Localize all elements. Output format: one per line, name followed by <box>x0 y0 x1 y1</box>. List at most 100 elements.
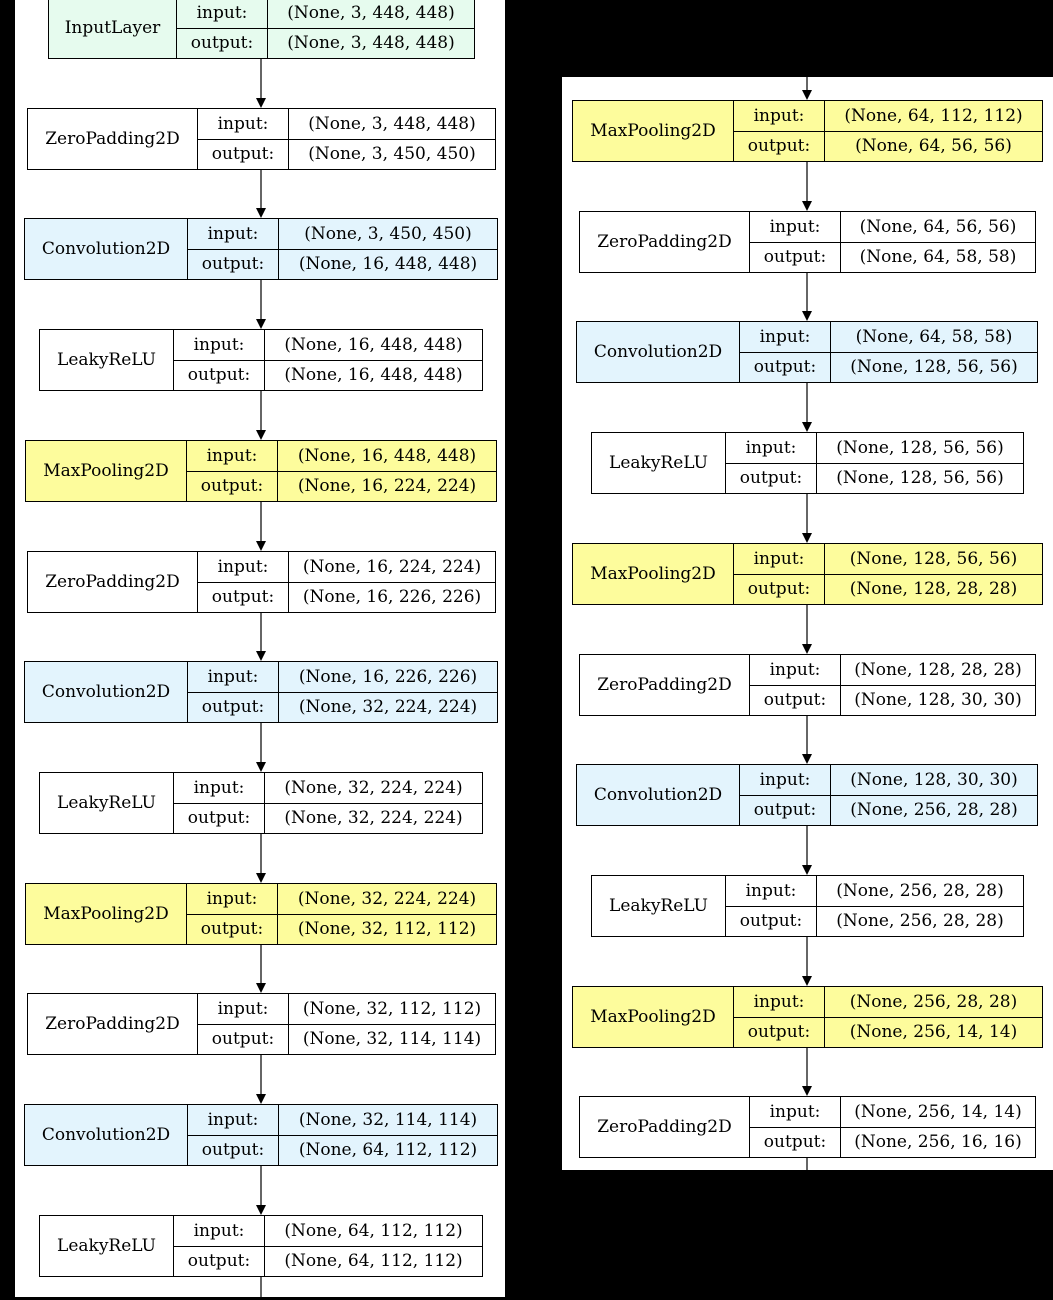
layer-type-label: ZeroPadding2D <box>580 655 750 715</box>
input-port-label: input: <box>734 101 824 132</box>
output-port-label: output: <box>201 697 265 718</box>
input-port-label: input: <box>198 109 288 140</box>
port-labels: input:output: <box>726 876 817 936</box>
output-shape: (None, 16, 224, 224) <box>297 476 477 497</box>
shape-values: (None, 3, 450, 450)(None, 16, 448, 448) <box>279 219 497 279</box>
input-shape: (None, 16, 224, 224) <box>289 552 495 583</box>
output-port-label: output: <box>763 690 827 711</box>
input-port-label: input: <box>188 219 278 250</box>
input-port-label: input: <box>188 1105 278 1136</box>
port-labels: input:output: <box>198 552 289 612</box>
shape-values: (None, 32, 114, 114)(None, 64, 112, 112) <box>279 1105 497 1165</box>
edge-arrow-arrowhead <box>802 201 812 211</box>
shape-values: (None, 16, 448, 448) (None, 16, 224, 224) <box>278 441 496 501</box>
layer-type-label: MaxPooling2D <box>573 544 734 604</box>
shape-values: (None, 128, 56, 56) (None, 128, 56, 56) <box>817 433 1023 493</box>
edge-arrow-arrowhead <box>802 754 812 764</box>
output-port-label: output: <box>190 33 254 54</box>
input-shape: (None, 128, 30, 30) <box>831 765 1037 796</box>
output-shape: (None, 64, 112, 112) <box>284 1251 463 1272</box>
input-port-label: input: <box>177 0 267 29</box>
edge-arrow-arrowhead <box>256 762 266 772</box>
shape-values: (None, 3, 448, 448)(None, 3, 450, 450) <box>289 109 495 169</box>
edge-arrow-arrowhead <box>256 98 266 108</box>
edge-arrow-arrowhead <box>256 1205 266 1215</box>
input-shape: (None, 32, 114, 114) <box>279 1105 497 1136</box>
shape-values: (None, 32, 224, 224) (None, 32, 112, 112) <box>278 884 496 944</box>
output-shape: (None, 64, 58, 58) <box>859 247 1017 268</box>
layer-type-label: MaxPooling2D <box>573 987 734 1047</box>
edge-arrow-arrowhead <box>802 422 812 432</box>
output-port-label: output: <box>187 1251 251 1272</box>
shape-values: (None, 64, 58, 58)(None, 128, 56, 56) <box>831 322 1037 382</box>
input-port-label: input: <box>188 662 278 693</box>
input-port-label: input: <box>174 1216 264 1247</box>
port-labels: input:output: <box>734 544 825 604</box>
output-port-label: output: <box>200 919 264 940</box>
output-shape: (None, 128, 56, 56) <box>836 468 1004 489</box>
layer-type-label: ZeroPadding2D <box>580 1097 750 1157</box>
output-port-label: output: <box>763 1132 827 1153</box>
input-shape: (None, 128, 28, 28) <box>841 655 1035 686</box>
edge-arrow-arrowhead <box>802 644 812 654</box>
output-shape: (None, 16, 448, 448) <box>298 254 478 275</box>
input-shape: (None, 16, 226, 226) <box>279 662 497 693</box>
output-shape: (None, 32, 112, 112) <box>297 919 477 940</box>
input-port-label: input: <box>750 212 840 243</box>
layer-type-label: LeakyReLU <box>40 773 174 833</box>
input-shape: (None, 128, 56, 56) <box>817 433 1023 464</box>
port-labels: input:output: <box>734 101 825 161</box>
layer-type-label: Convolution2D <box>25 662 188 722</box>
shape-values: (None, 16, 224, 224) (None, 16, 226, 226) <box>289 552 495 612</box>
layer-type-label: LeakyReLU <box>40 1216 174 1276</box>
output-port-label: output: <box>200 476 264 497</box>
shape-values: (None, 16, 226, 226)(None, 32, 224, 224) <box>279 662 497 722</box>
output-shape: (None, 256, 14, 14) <box>849 1022 1018 1043</box>
shape-values: (None, 32, 112, 112)(None, 32, 114, 114) <box>289 994 495 1054</box>
edge-arrow-arrowhead <box>256 651 266 661</box>
port-labels: input:output: <box>734 987 825 1047</box>
output-shape: (None, 16, 226, 226) <box>302 587 482 608</box>
input-shape: (None, 32, 224, 224) <box>278 884 496 915</box>
shape-values: (None, 64, 112, 112)(None, 64, 112, 112) <box>265 1216 482 1276</box>
shape-values: (None, 256, 28, 28)(None, 256, 28, 28) <box>817 876 1023 936</box>
output-port-label: output: <box>747 1022 811 1043</box>
edge-arrow-arrowhead <box>256 541 266 551</box>
input-shape: (None, 128, 56, 56) <box>825 544 1042 575</box>
output-port-label: output: <box>211 587 275 608</box>
layer-type-label: MaxPooling2D <box>26 441 187 501</box>
edge-arrow-arrowhead <box>256 1094 266 1104</box>
input-shape: (None, 256, 14, 14) <box>841 1097 1035 1128</box>
edge-arrow-arrowhead <box>802 1086 812 1096</box>
port-labels: input:output: <box>198 994 289 1054</box>
input-shape: (None, 16, 448, 448) <box>278 441 496 472</box>
input-port-label: input: <box>734 544 824 575</box>
output-shape: (None, 32, 224, 224) <box>284 808 463 829</box>
output-shape: (None, 128, 56, 56) <box>850 357 1018 378</box>
input-shape: (None, 3, 448, 448) <box>268 0 474 29</box>
layer-type-label: LeakyReLU <box>40 330 174 390</box>
